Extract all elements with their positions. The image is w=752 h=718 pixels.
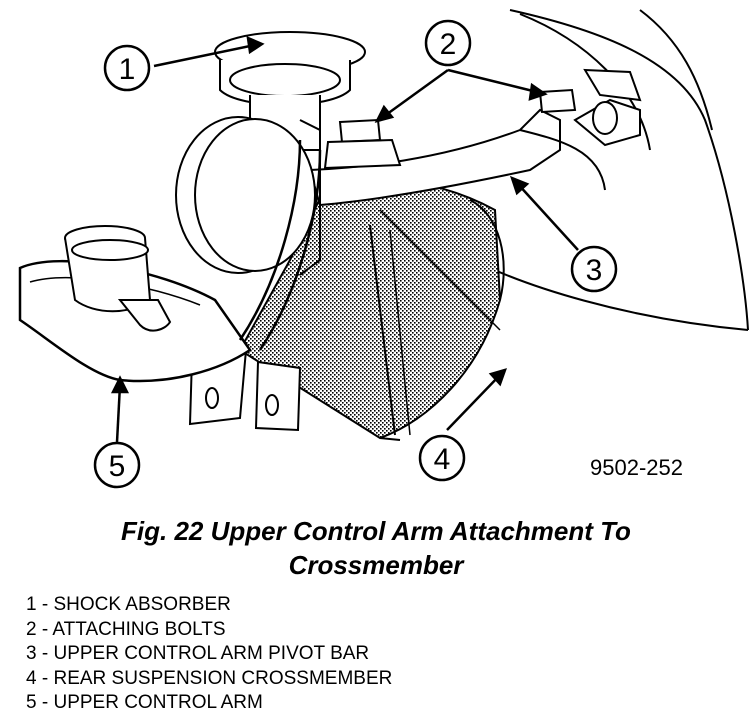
svg-text:1: 1 bbox=[119, 53, 136, 86]
legend-separator: - bbox=[36, 594, 54, 615]
callout-3: 3 bbox=[570, 245, 618, 293]
legend-text: REAR SUSPENSION CROSSMEMBER bbox=[53, 667, 393, 689]
legend-separator: - bbox=[36, 643, 54, 664]
figure-id: 9502-252 bbox=[590, 455, 683, 480]
legend-number: 1 bbox=[26, 594, 37, 615]
attaching-bolt-left bbox=[323, 118, 402, 170]
rear-suspension-crossmember bbox=[238, 176, 505, 441]
legend-text: ATTACHING BOLTS bbox=[52, 618, 226, 640]
legend-separator: - bbox=[36, 692, 54, 713]
legend-text: UPPER CONTROL ARM bbox=[53, 692, 263, 713]
legend-number: 4 bbox=[26, 667, 37, 689]
shock-absorber bbox=[175, 31, 366, 276]
legend-text: SHOCK ABSORBER bbox=[53, 594, 231, 615]
legend-separator: - bbox=[36, 667, 54, 689]
legend-number: 5 bbox=[26, 692, 37, 713]
svg-text:3: 3 bbox=[586, 254, 603, 287]
upper-control-arm-pivot-bar bbox=[308, 68, 642, 207]
callout-1: 1 bbox=[103, 44, 151, 92]
legend-number: 3 bbox=[26, 643, 37, 664]
figure-caption: Fig. 22 Upper Control Arm Attachment To … bbox=[0, 514, 752, 582]
svg-text:5: 5 bbox=[109, 450, 126, 483]
legend-number: 2 bbox=[26, 618, 37, 640]
svg-text:4: 4 bbox=[434, 443, 451, 476]
suspension-illustration: 1 2 3 4 5 bbox=[18, 9, 749, 489]
callout-2: 2 bbox=[424, 19, 472, 67]
legend-separator: - bbox=[36, 618, 53, 640]
leader-lines bbox=[110, 35, 579, 443]
legend-text: UPPER CONTROL ARM PIVOT BAR bbox=[53, 643, 370, 664]
ball-joint bbox=[64, 225, 172, 332]
legend-item: 5 - UPPER CONTROL ARM bbox=[26, 691, 392, 716]
legend-item: 1 - SHOCK ABSORBER bbox=[26, 593, 392, 618]
callout-4: 4 bbox=[418, 434, 466, 482]
caption-line-2: Crossmember bbox=[288, 550, 464, 580]
legend-list: 1 - SHOCK ABSORBER 2 - ATTACHING BOLTS 3… bbox=[26, 593, 392, 716]
svg-text:2: 2 bbox=[440, 28, 457, 61]
caption-line-1: Fig. 22 Upper Control Arm Attachment To bbox=[121, 516, 631, 546]
attaching-bolt-right bbox=[538, 88, 577, 114]
legend-item: 2 - ATTACHING BOLTS bbox=[26, 618, 392, 643]
legend-item: 3 - UPPER CONTROL ARM PIVOT BAR bbox=[26, 642, 392, 667]
callout-5: 5 bbox=[93, 441, 141, 489]
legend-item: 4 - REAR SUSPENSION CROSSMEMBER bbox=[26, 667, 392, 692]
